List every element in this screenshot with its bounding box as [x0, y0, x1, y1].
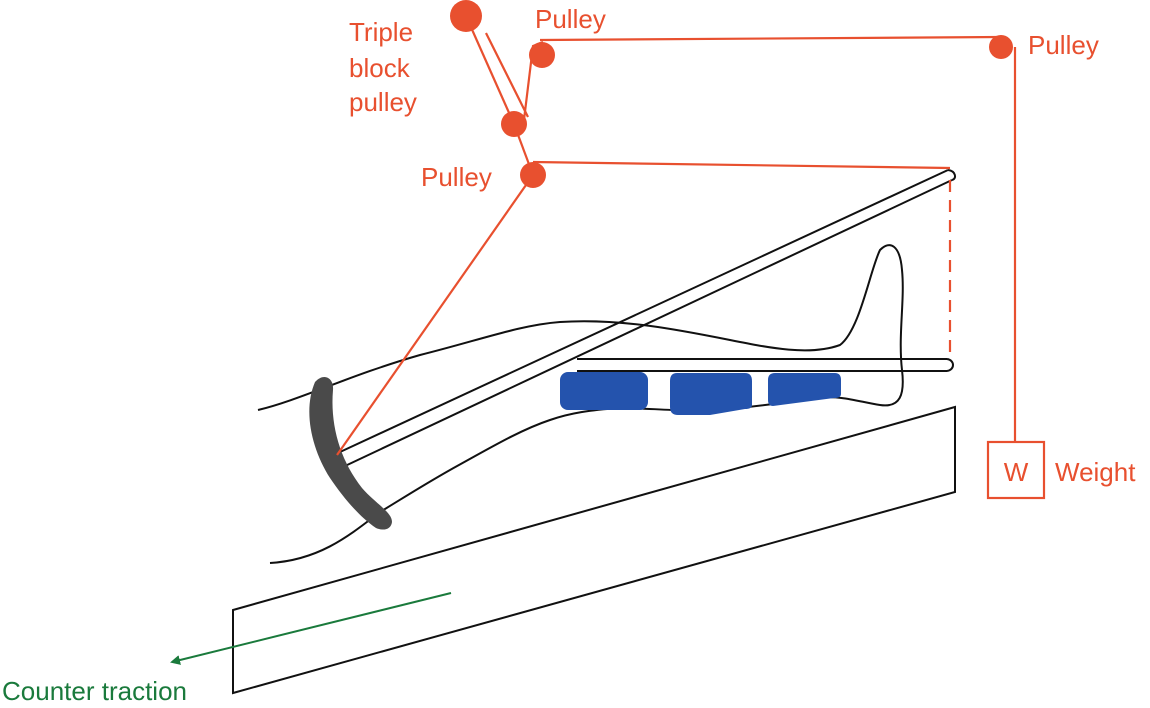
rope-pulley-to-frame	[532, 160, 951, 170]
triple-block-pulley-line-3: pulley	[349, 87, 417, 117]
rope-ring-to-pulley	[336, 174, 534, 456]
bed	[232, 405, 956, 695]
triple-block-pulley-line-2: block	[349, 53, 411, 83]
thomas-ring	[309, 376, 392, 530]
pulley-right	[989, 35, 1013, 59]
rope-top-span	[539, 35, 1002, 42]
counter-traction-arrow	[170, 592, 452, 665]
weight-label: Weight	[1055, 457, 1136, 487]
pulley-right-label: Pulley	[1028, 30, 1099, 60]
splint-rod-end	[946, 358, 954, 372]
rope-block-arm	[485, 32, 529, 118]
triple-block-pulley-bottom	[501, 111, 527, 137]
counter-traction-label: Counter traction	[2, 676, 187, 706]
weight-box	[986, 440, 1046, 500]
triple-block-pulley-line-1: Triple	[349, 17, 413, 47]
support-pad-1	[560, 372, 648, 410]
triple-block-pulley-label: Triple block pulley	[349, 17, 420, 117]
pulley-top-label: Pulley	[535, 4, 606, 34]
pulley-left-label: Pulley	[421, 162, 492, 192]
frame-rod-end	[947, 169, 957, 181]
rope-block-to-top	[464, 15, 516, 125]
frame-rod-upper	[339, 169, 949, 453]
pulley-left	[520, 162, 546, 188]
triple-block-pulley-top	[450, 0, 482, 32]
support-pad-2	[670, 373, 752, 415]
pulley-top	[529, 42, 555, 68]
weight-letter: W	[1004, 457, 1029, 487]
support-pad-3	[768, 373, 841, 406]
frame-rod-lower	[344, 179, 953, 467]
